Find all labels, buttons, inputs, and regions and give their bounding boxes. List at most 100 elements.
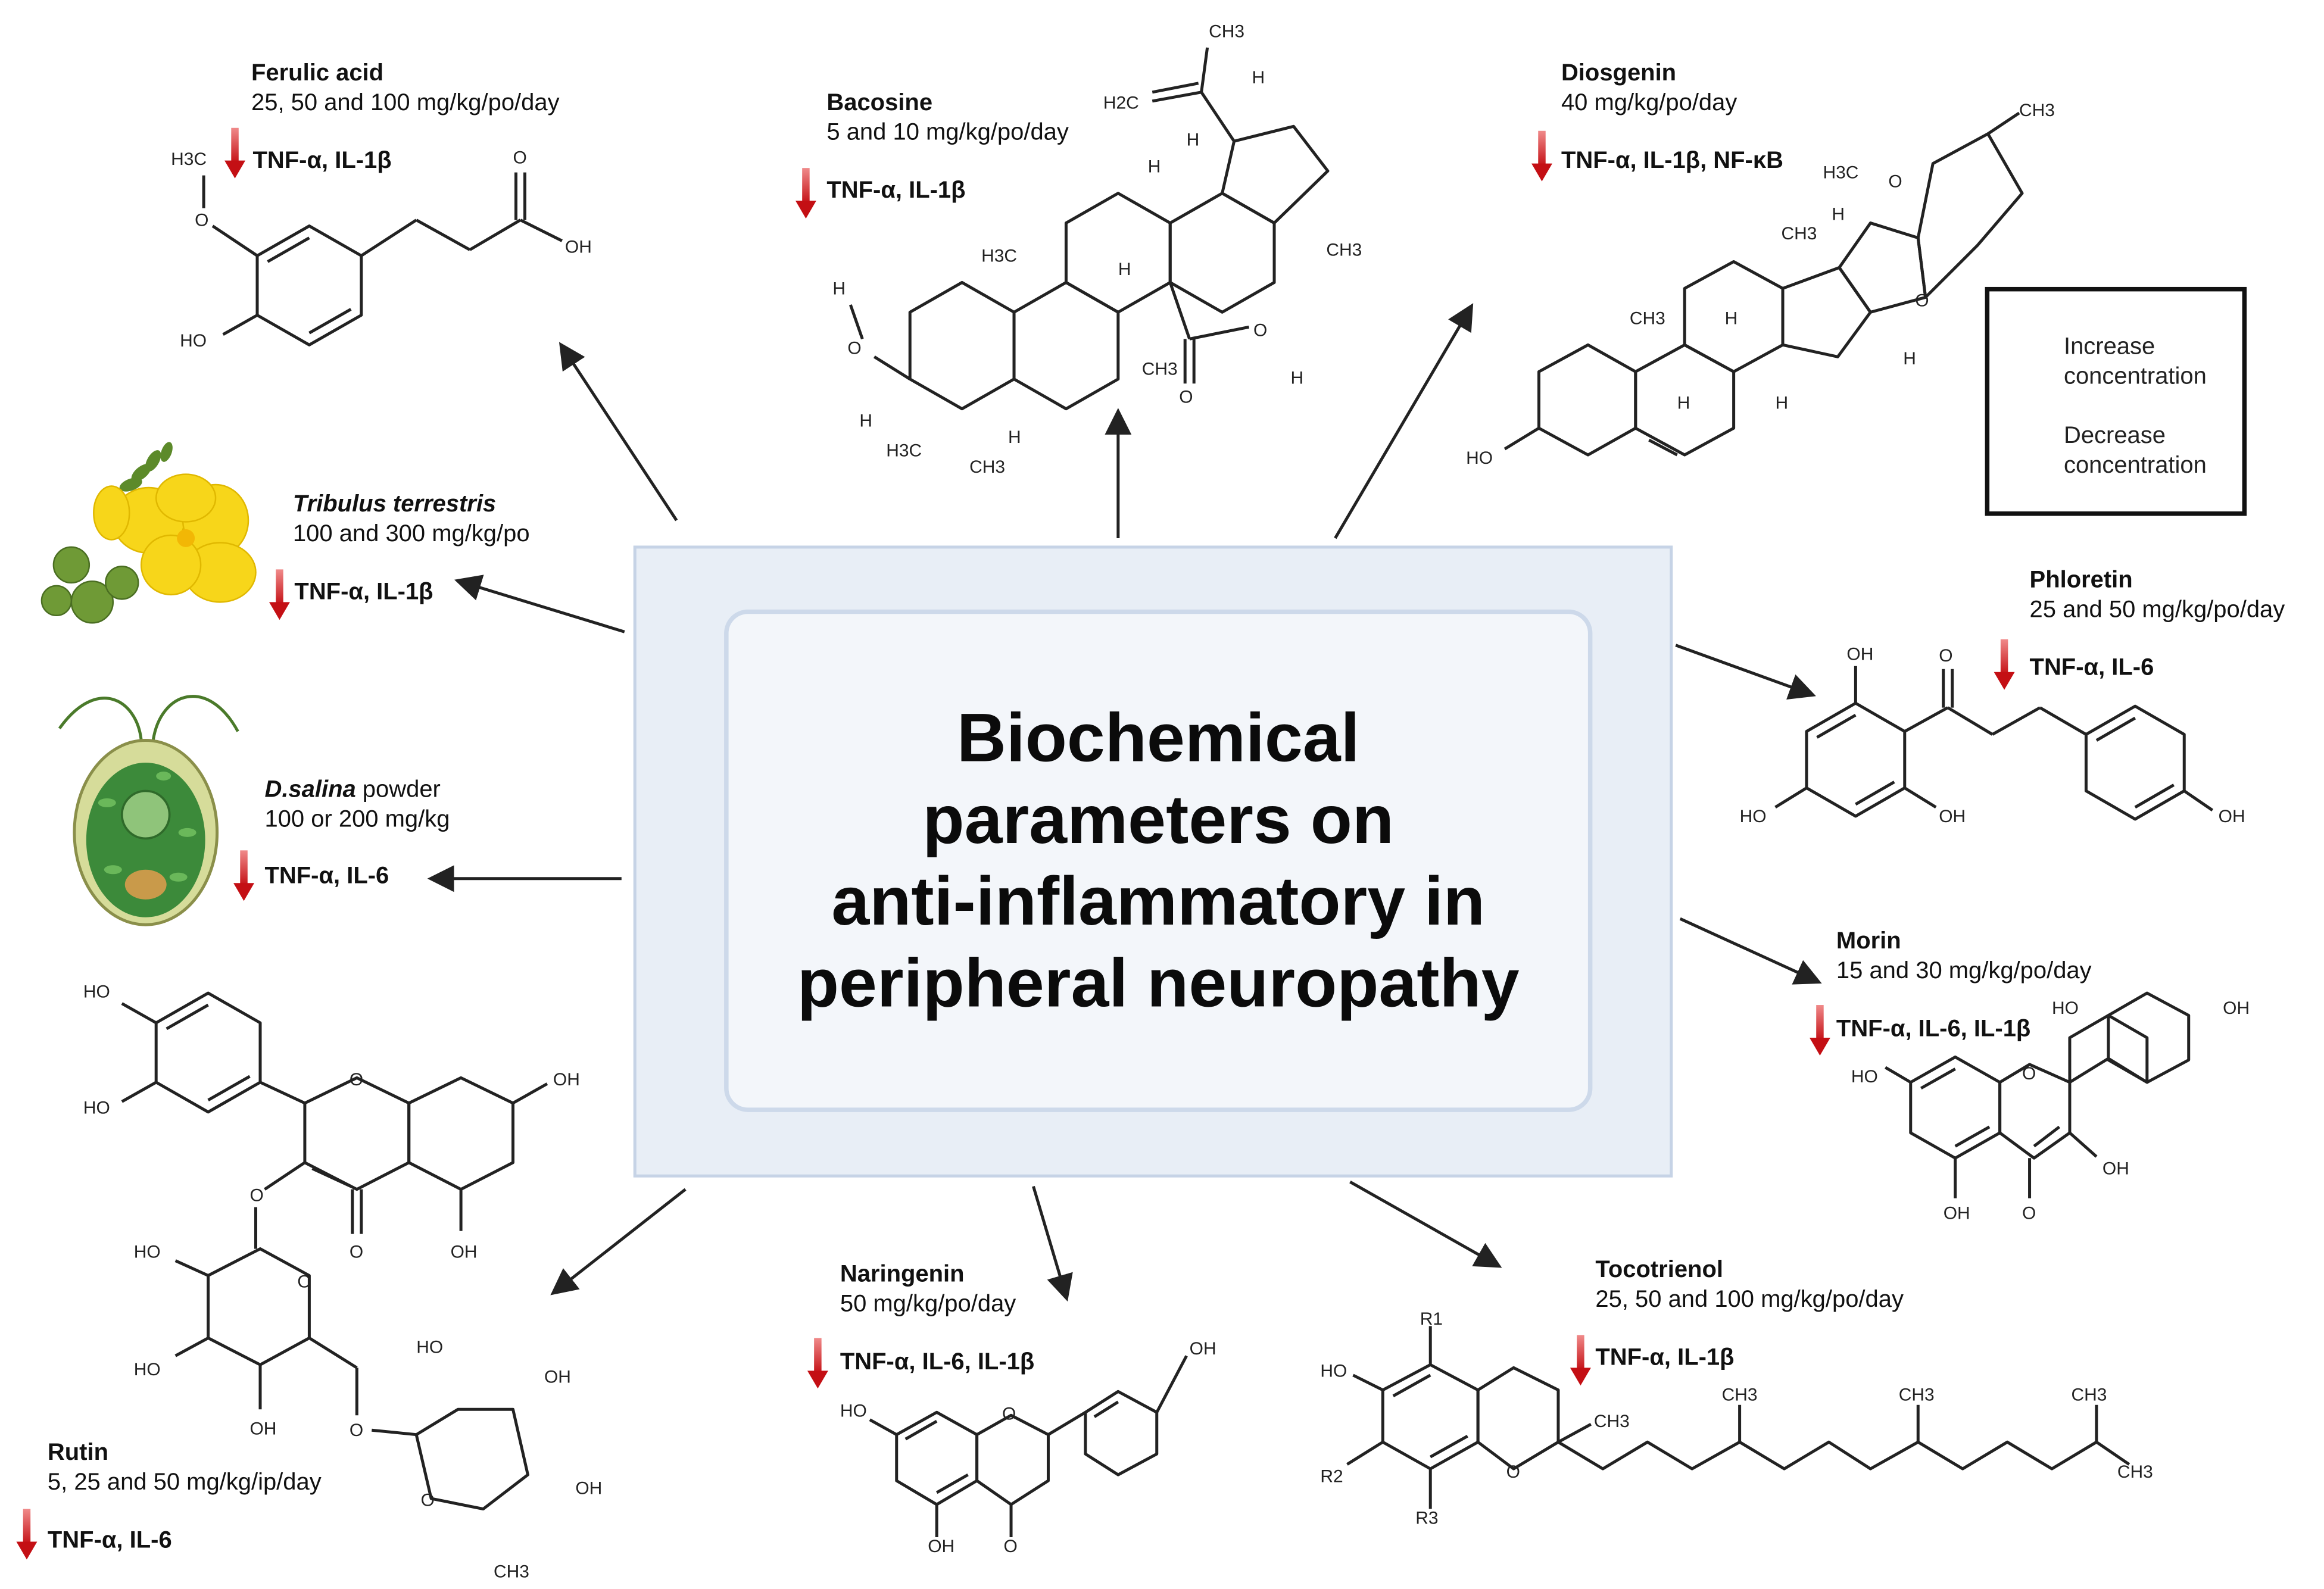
- compound-name: Bacosine: [826, 90, 933, 116]
- atom-label: H: [859, 411, 872, 431]
- decrease-arrow-icon: [16, 1509, 38, 1560]
- compound-dose: 100 or 200 mg/kg: [264, 807, 450, 833]
- structure-naringenin: [869, 1355, 1188, 1538]
- atom-label: OH: [1939, 807, 1966, 826]
- bacosine-effect: TNF-α, IL-1β: [826, 178, 966, 204]
- atom-label: OH: [565, 238, 592, 257]
- atom-label: H: [1725, 308, 1738, 328]
- structure-bacosine-labels: CH3 H2C H H H3C H CH3 H O CH3 O H H H3C …: [832, 21, 1362, 477]
- legend-decrease-label: Decrease concentration: [2063, 423, 2207, 479]
- rutin-label: Rutin 5, 25 and 50 mg/kg/ip/day: [48, 1439, 322, 1499]
- atom-label: OH: [928, 1537, 954, 1556]
- decrease-arrow-icon: [224, 127, 246, 179]
- compound-dose: 40 mg/kg/po/day: [1561, 90, 1737, 116]
- structure-rutin-labels: HO HO O OH O O OH HO O HO OH HO OH O O O…: [83, 982, 602, 1582]
- connector-arrows: [427, 303, 1822, 1302]
- atom-label: CH3: [1722, 1385, 1758, 1404]
- atom-label: O: [1253, 320, 1267, 340]
- decrease-arrow-icon: [807, 1338, 828, 1389]
- dsalina-effect: TNF-α, IL-6: [264, 863, 389, 889]
- arrow-to-morin: [1679, 917, 1822, 985]
- atom-label: CH3: [1209, 21, 1244, 41]
- atom-label: R2: [1320, 1467, 1343, 1487]
- tribulus-effect: TNF-α, IL-1β: [294, 579, 433, 605]
- arrow-to-ferulic: [559, 342, 678, 522]
- structure-ferulic: [202, 172, 563, 346]
- atom-label: O: [1004, 1537, 1018, 1556]
- ferulic-label: Ferulic acid 25, 50 and 100 mg/kg/po/day: [251, 60, 560, 119]
- tribulus-label: Tribulus terrestris 100 and 300 mg/kg/po: [293, 491, 530, 550]
- arrow-to-phloretin: [1675, 644, 1816, 700]
- atom-label: HO: [180, 331, 207, 351]
- tribulus-plant-illustration: [40, 442, 257, 624]
- atom-label: H: [1290, 368, 1303, 388]
- atom-label: CH3: [494, 1562, 529, 1581]
- atom-label: HO: [83, 1098, 110, 1117]
- naringenin-effect: TNF-α, IL-6, IL-1β: [840, 1350, 1035, 1375]
- atom-label: H: [832, 279, 846, 298]
- arrow-to-tribulus: [454, 575, 625, 633]
- atom-label: H: [1832, 205, 1845, 224]
- atom-label: O: [421, 1491, 435, 1510]
- compound-dose: 100 and 300 mg/kg/po: [292, 522, 530, 547]
- arrow-to-diosgenin: [1334, 303, 1474, 539]
- atom-label: CH3: [1326, 241, 1362, 260]
- structure-phloretin: [1774, 666, 2214, 821]
- atom-label: R1: [1420, 1309, 1443, 1329]
- atom-label: HO: [134, 1243, 161, 1262]
- atom-label: HO: [2052, 998, 2079, 1018]
- atom-label: O: [350, 1243, 363, 1262]
- structure-rutin: [121, 991, 548, 1511]
- center-title: Biochemical parameters on anti-inflammat…: [797, 698, 1520, 1022]
- atom-label: CH3: [1899, 1385, 1935, 1404]
- structure-naringenin-labels: OH HO O OH O: [840, 1339, 1216, 1556]
- atom-label: OH: [544, 1367, 571, 1387]
- naringenin-label: Naringenin 50 mg/kg/po/day: [840, 1261, 1016, 1320]
- decrease-arrow-icon: [269, 569, 290, 620]
- dsalina-label: D.salina powder 100 or 200 mg/kg: [264, 776, 450, 835]
- atom-label: H: [1252, 68, 1265, 88]
- structure-diosgenin-labels: CH3 H3C O CH3 H O CH3 H H H H HO: [1466, 101, 2055, 468]
- atom-label: O: [250, 1186, 264, 1206]
- ferulic-effect: TNF-α, IL-1β: [252, 148, 392, 174]
- tocotrienol-effect: TNF-α, IL-1β: [1595, 1345, 1735, 1371]
- rutin-effect: TNF-α, IL-6: [47, 1528, 172, 1554]
- atom-label: O: [2022, 1064, 2036, 1084]
- atom-label: H3C: [1823, 163, 1858, 183]
- morin-label: Morin 15 and 30 mg/kg/po/day: [1836, 928, 2092, 987]
- atom-label: CH3: [2117, 1462, 2153, 1482]
- phloretin-label: Phloretin 25 and 50 mg/kg/po/day: [2030, 566, 2285, 626]
- atom-label: O: [350, 1421, 363, 1440]
- atom-label: CH3: [2071, 1385, 2107, 1404]
- atom-label: O: [513, 148, 526, 168]
- compound-dose: 25, 50 and 100 mg/kg/po/day: [1595, 1287, 1904, 1313]
- atom-label: O: [1506, 1462, 1520, 1482]
- dsalina-cell-illustration: [58, 695, 239, 926]
- structure-tocotrienol: [1346, 1326, 2130, 1509]
- compound-name: Naringenin: [840, 1262, 965, 1288]
- atom-label: R3: [1415, 1509, 1438, 1528]
- atom-label: H3C: [171, 149, 207, 169]
- atom-label: OH: [575, 1479, 602, 1499]
- compound-dose: 5 and 10 mg/kg/po/day: [826, 120, 1069, 146]
- compound-name-suffix: powder: [355, 777, 441, 803]
- atom-label: H: [1187, 130, 1200, 150]
- structure-diosgenin: [1503, 111, 2024, 457]
- atom-label: HO: [840, 1401, 867, 1421]
- decrease-arrow-icon: [1531, 130, 1552, 182]
- atom-label: H: [1776, 394, 1789, 413]
- atom-label: CH3: [1594, 1412, 1630, 1431]
- compound-name: Morin: [1836, 929, 1901, 955]
- arrow-to-rutin: [550, 1188, 687, 1295]
- atom-label: HO: [1851, 1067, 1878, 1087]
- atom-label: CH3: [969, 457, 1005, 477]
- atom-label: H3C: [981, 246, 1017, 266]
- atom-label: HO: [1740, 807, 1767, 826]
- compound-name: Tocotrienol: [1595, 1257, 1723, 1283]
- atom-label: O: [297, 1272, 311, 1291]
- legend-box: Increase concentration Decrease concentr…: [1985, 286, 2247, 516]
- arrow-to-tocotrienol: [1349, 1181, 1502, 1268]
- compound-name: Tribulus terrestris: [292, 492, 497, 517]
